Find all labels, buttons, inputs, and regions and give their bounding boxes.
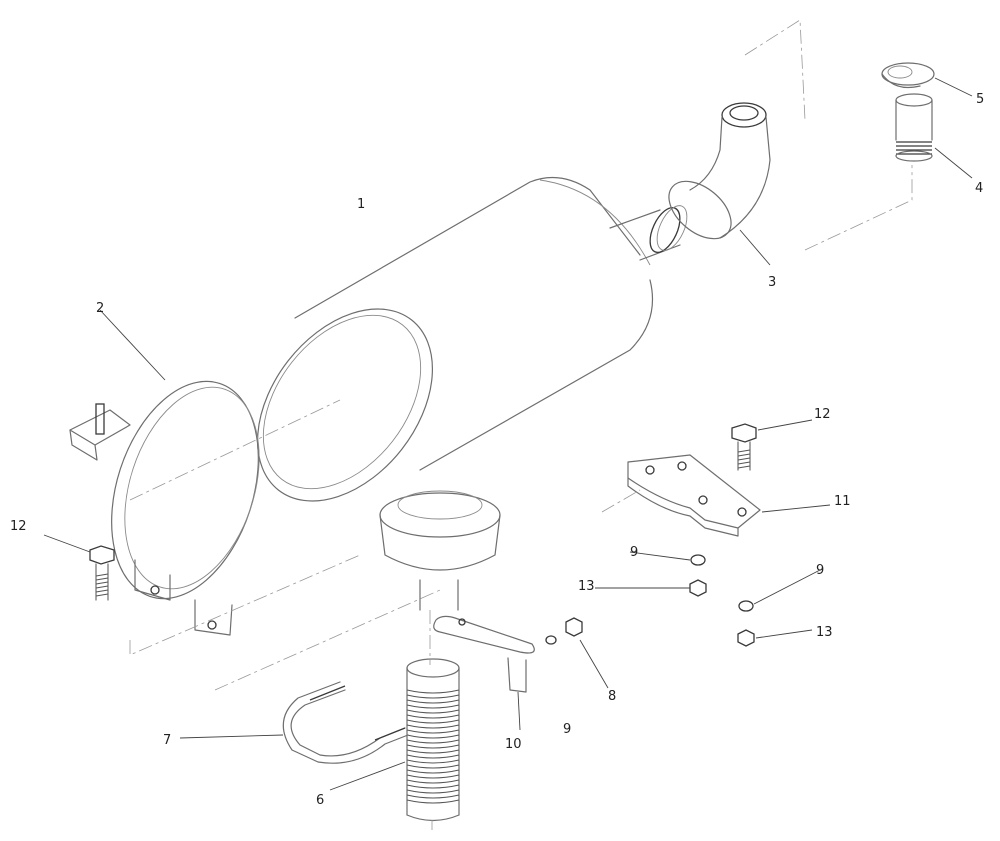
part-11-bracket xyxy=(627,454,761,537)
part-2-mounting-band xyxy=(69,380,260,636)
thread-ring xyxy=(406,709,460,714)
thread-ring xyxy=(406,734,460,739)
thread-ring xyxy=(406,724,460,729)
part-13-nut-a xyxy=(689,579,707,597)
thread-ring xyxy=(406,764,460,769)
leader-lines xyxy=(43,77,973,791)
part-9-washer-a xyxy=(545,635,557,645)
assembly-center-lines xyxy=(129,19,913,830)
part-6-threads xyxy=(406,689,460,804)
thread-ring xyxy=(406,694,460,699)
callout-9-b: 9 xyxy=(816,563,824,578)
callout-13-b: 13 xyxy=(816,625,833,640)
thread-ring xyxy=(406,799,460,804)
thread-ring xyxy=(406,699,460,704)
callout-13-a: 13 xyxy=(578,579,595,594)
callout-4: 4 xyxy=(975,181,983,196)
thread-ring xyxy=(406,729,460,734)
part-9-washer-b xyxy=(690,554,706,566)
thread-ring xyxy=(406,794,460,799)
part-10-strap xyxy=(433,615,535,693)
callout-9-c: 9 xyxy=(563,722,571,737)
callout-labels: 1 2 3 4 5 6 7 8 9 9 9 10 11 12 12 13 13 xyxy=(10,92,984,808)
thread-ring xyxy=(406,754,460,759)
part-13-nut-b xyxy=(737,629,755,647)
callout-3: 3 xyxy=(768,275,776,290)
callout-11: 11 xyxy=(834,494,851,509)
part-4-threaded-nipple xyxy=(895,93,933,162)
thread-ring xyxy=(406,784,460,789)
thread-ring xyxy=(406,789,460,794)
part-5-cap xyxy=(881,62,935,89)
thread-ring xyxy=(406,769,460,774)
thread-ring xyxy=(406,744,460,749)
thread-ring xyxy=(406,739,460,744)
part-9-washer-c xyxy=(738,600,754,612)
thread-ring xyxy=(406,749,460,754)
part-12-bolt-right xyxy=(731,423,757,471)
callout-5: 5 xyxy=(976,92,984,107)
thread-ring xyxy=(406,714,460,719)
callout-2: 2 xyxy=(96,301,104,316)
callout-12-left: 12 xyxy=(10,519,27,534)
callout-6: 6 xyxy=(316,793,324,808)
part-3-elbow xyxy=(668,102,771,240)
callout-8: 8 xyxy=(608,689,616,704)
callout-7: 7 xyxy=(163,733,171,748)
callout-9-a: 9 xyxy=(630,545,638,560)
thread-ring xyxy=(406,704,460,709)
callout-12-right: 12 xyxy=(814,407,831,422)
thread-ring xyxy=(406,759,460,764)
thread-ring xyxy=(406,779,460,784)
thread-ring xyxy=(406,689,460,694)
callout-10: 10 xyxy=(505,737,522,752)
part-12-bolt-left xyxy=(89,545,115,601)
part-8-nut xyxy=(565,617,583,637)
part-7-u-bolt xyxy=(282,681,409,764)
part-1-canister xyxy=(256,176,688,611)
thread-ring xyxy=(406,774,460,779)
callout-1: 1 xyxy=(357,197,365,212)
thread-ring xyxy=(406,719,460,724)
